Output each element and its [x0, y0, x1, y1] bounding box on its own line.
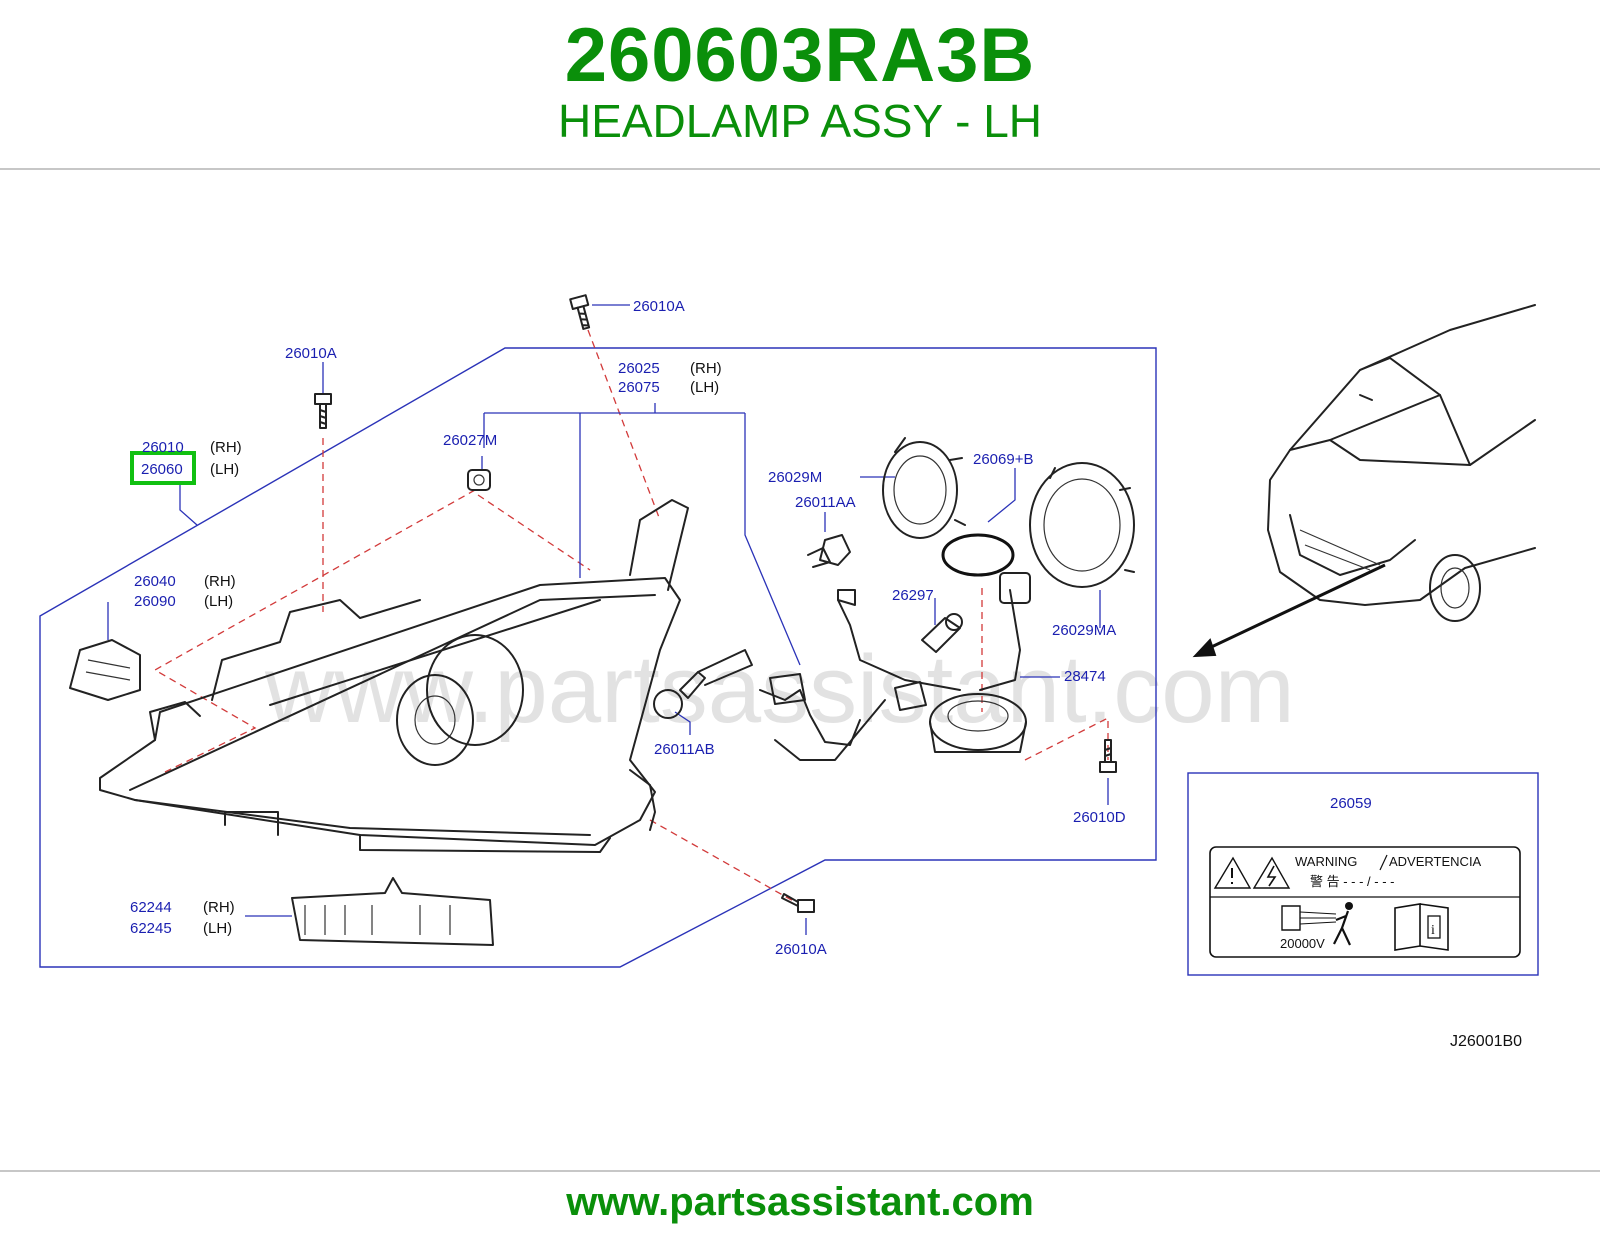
- manual-book-icon: i: [1394, 903, 1449, 951]
- callout-cap[interactable]: 26027M: [443, 432, 497, 449]
- side-tag-lh: (LH): [210, 461, 239, 478]
- bolt-bottom-icon: [781, 893, 815, 913]
- part-number-title: 260603RA3B: [564, 13, 1036, 98]
- warning-text: WARNING: [1295, 854, 1357, 869]
- o-ring-icon: [941, 533, 1015, 577]
- callout-lower-lh[interactable]: 62245: [130, 920, 172, 937]
- assembly-frame: [39, 347, 1157, 968]
- dust-cover-icon: [882, 437, 966, 539]
- callout-headlamp-lh[interactable]: 26060: [141, 461, 183, 478]
- callout-bolt-right[interactable]: 26010D: [1073, 809, 1126, 826]
- diagram-reference-code: J26001B0: [1450, 1033, 1522, 1050]
- callout-cover[interactable]: 26029M: [768, 469, 822, 486]
- footer-url-link[interactable]: www.partsassistant.com: [566, 1180, 1034, 1224]
- label-frame: [1187, 772, 1539, 976]
- svg-text:i: i: [1431, 923, 1435, 938]
- side-tag-rh: (RH): [203, 899, 235, 916]
- location-arrow-icon: [1192, 563, 1386, 658]
- callout-bolt-bottom[interactable]: 26010A: [775, 941, 827, 958]
- side-tag-rh: (RH): [210, 439, 242, 456]
- callout-lower-rh[interactable]: 62244: [130, 899, 172, 916]
- callout-labels: 26010A 26010A 26025 (RH) 26075 (LH) 2601…: [130, 298, 1372, 958]
- warning-label: WARNING ADVERTENCIA 警 告 - - - / - - - 20…: [1209, 846, 1521, 958]
- callout-cover-b[interactable]: 26029MA: [1052, 622, 1116, 639]
- leader-lines: [107, 304, 1109, 935]
- callout-bracket-lh[interactable]: 26090: [134, 593, 176, 610]
- warning-jp-line: 警 告 - - - / - - -: [1310, 874, 1394, 889]
- callout-bulb-ab[interactable]: 26011AB: [654, 741, 715, 758]
- bolt-right-icon: [1099, 739, 1117, 773]
- highlighted-part-box: [130, 451, 196, 485]
- wiring-harness-icon: [759, 572, 1031, 761]
- side-tag-rh: (RH): [690, 360, 722, 377]
- bulb-hid-icon: [921, 613, 963, 653]
- bulb-aa-icon: [807, 534, 851, 568]
- side-tag-lh: (LH): [203, 920, 232, 937]
- side-tag-lh: (LH): [204, 593, 233, 610]
- side-tag-lh: (LH): [690, 379, 719, 396]
- footer-divider: [0, 1170, 1600, 1172]
- callout-bulb-aa[interactable]: 26011AA: [795, 494, 856, 511]
- side-tag-rh: (RH): [204, 573, 236, 590]
- bracket-icon: [69, 639, 141, 701]
- callout-bulb-hid[interactable]: 26297: [892, 587, 934, 604]
- callout-harness[interactable]: 28474: [1064, 668, 1106, 685]
- headlamp-assembly-icon: [99, 499, 689, 853]
- lower-bracket-icon: [291, 877, 494, 946]
- watermark: www.partsassistant.com: [264, 636, 1295, 743]
- part-description: HEADLAMP ASSY - LH: [557, 95, 1043, 147]
- callout-oring[interactable]: 26069+B: [973, 451, 1033, 468]
- exploded-guides: [153, 329, 1109, 903]
- advertencia-text: ADVERTENCIA: [1389, 854, 1482, 869]
- caution-icon: [1213, 856, 1252, 889]
- bulb-ab-icon: [653, 649, 753, 719]
- callout-label[interactable]: 26059: [1330, 795, 1372, 812]
- bolt-left-icon: [314, 393, 332, 429]
- electric-shock-icon: [1281, 902, 1353, 946]
- callout-bolt-left[interactable]: 26010A: [285, 345, 337, 362]
- callout-housing-lh[interactable]: 26075: [618, 379, 660, 396]
- high-voltage-icon: [1252, 856, 1291, 889]
- callout-bracket-rh[interactable]: 26040: [134, 573, 176, 590]
- callout-bolt-top[interactable]: 26010A: [633, 298, 685, 315]
- bolt-top-icon: [569, 294, 591, 330]
- cap-icon: [467, 469, 491, 491]
- voltage-text: 20000V: [1280, 936, 1325, 951]
- vehicle-front-icon: [1267, 304, 1536, 622]
- callout-housing-rh[interactable]: 26025: [618, 360, 660, 377]
- header-divider: [0, 168, 1600, 170]
- page-header: 260603RA3B HEADLAMP ASSY - LH: [0, 0, 1600, 168]
- dust-cover-b-icon: [1029, 462, 1135, 588]
- callout-headlamp-rh[interactable]: 26010: [142, 439, 184, 456]
